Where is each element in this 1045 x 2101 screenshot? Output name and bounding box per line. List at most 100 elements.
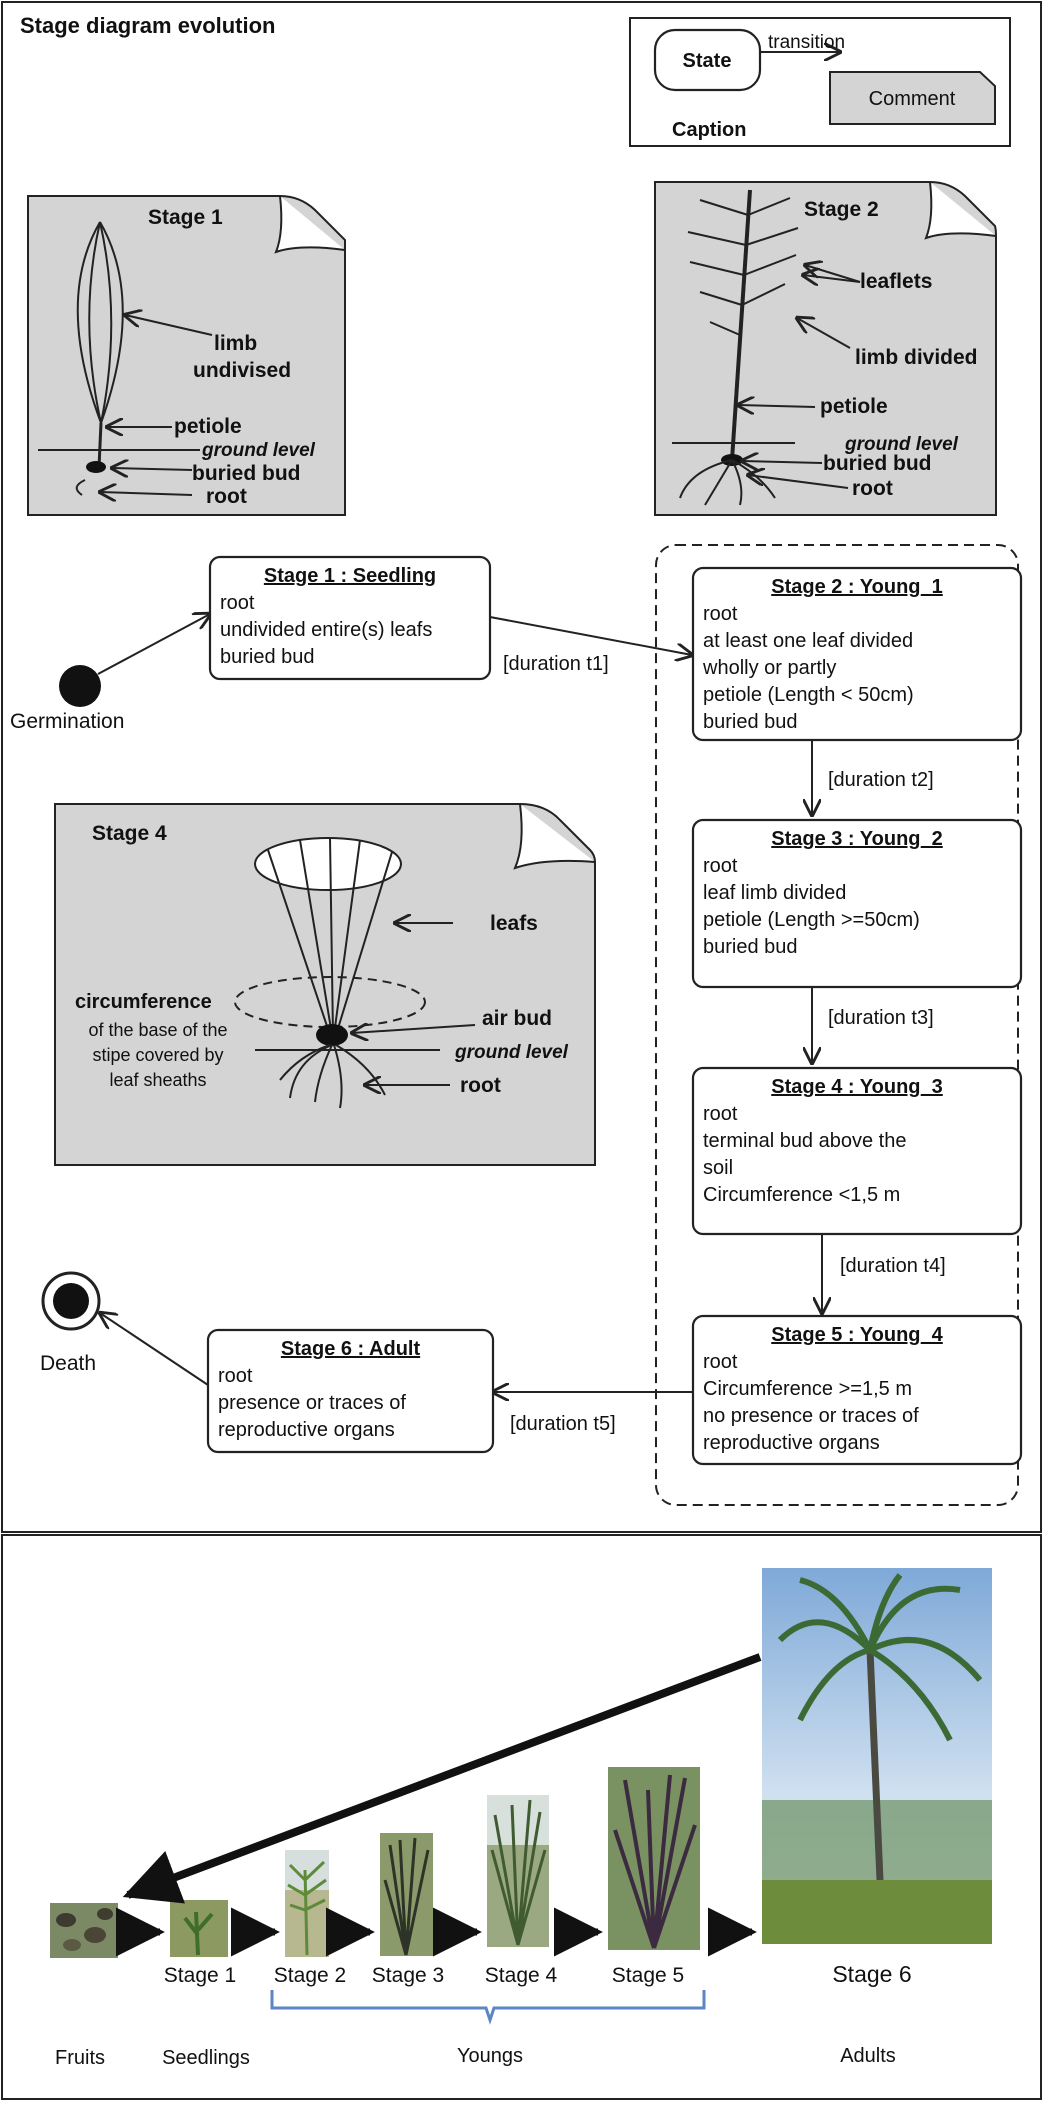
stage5-photo bbox=[608, 1767, 700, 1950]
stage4-illus-root: root bbox=[460, 1074, 501, 1097]
transition-death bbox=[100, 1313, 209, 1386]
state-seedling-line: undivided entire(s) leafs bbox=[220, 619, 432, 641]
group-fruits-label: Fruits bbox=[55, 2047, 105, 2069]
stage2-illustration: Stage 2 leaflets limb divided petiole gr… bbox=[654, 181, 997, 516]
state-young2-line: buried bud bbox=[703, 936, 798, 958]
stage4-illus-circ-line1: of the base of the bbox=[88, 1020, 227, 1040]
stage1-illus-title: Stage 1 bbox=[148, 206, 223, 229]
state-young2-line: petiole (Length >=50cm) bbox=[703, 909, 920, 931]
state-young3-line: soil bbox=[703, 1157, 733, 1179]
stage1-illus-root: root bbox=[206, 485, 247, 508]
state-young1-line: at least one leaf divided bbox=[703, 630, 913, 652]
transition-t2-label: [duration t2] bbox=[828, 769, 934, 791]
stage2-illus-ground-level: ground level bbox=[844, 434, 959, 455]
youngs-brace bbox=[270, 1990, 706, 2025]
stage2-illus-title: Stage 2 bbox=[804, 198, 879, 221]
state-young2-title: Stage 3 : Young_2 bbox=[771, 828, 943, 850]
stage6-photo bbox=[762, 1568, 992, 1944]
state-adult-line: presence or traces of bbox=[218, 1392, 406, 1414]
stage1-illus-limb: limb bbox=[214, 332, 257, 355]
state-young4-title: Stage 5 : Young_4 bbox=[771, 1324, 943, 1346]
stage1-photo bbox=[170, 1900, 228, 1957]
state-young4-line: Circumference >=1,5 m bbox=[703, 1378, 912, 1400]
stage2-illus-petiole: petiole bbox=[820, 395, 888, 418]
state-adult: Stage 6 : Adult root presence or traces of… bbox=[206, 1328, 495, 1454]
stage4-illus-circumference: circumference bbox=[75, 991, 212, 1013]
state-young3-box bbox=[691, 1066, 1023, 1236]
panel-title: Stage diagram evolution bbox=[20, 13, 276, 38]
stage4-illus-air-bud: air bud bbox=[482, 1007, 552, 1030]
germination-label: Germination bbox=[10, 710, 124, 733]
transition-t5-label: [duration t5] bbox=[510, 1413, 616, 1435]
state-seedling: Stage 1 : Seedling root undivided entire(s… bbox=[208, 555, 492, 681]
state-young2-line: leaf limb divided bbox=[703, 882, 846, 904]
stage2-photo bbox=[285, 1850, 329, 1957]
photo-stage5-label: Stage 5 bbox=[612, 1964, 684, 1987]
state-adult-box bbox=[206, 1328, 495, 1454]
state-young4-line: reproductive organs bbox=[703, 1432, 880, 1454]
state-seedling-line: buried bud bbox=[220, 646, 315, 668]
transition-t4-label: [duration t4] bbox=[840, 1255, 946, 1277]
death-label: Death bbox=[40, 1352, 96, 1375]
transition-t3-label: [duration t3] bbox=[828, 1007, 934, 1029]
state-seedling-line: root bbox=[220, 592, 255, 614]
transition-germination bbox=[97, 614, 210, 675]
state-young3-line: root bbox=[703, 1103, 738, 1125]
legend-comment-box bbox=[829, 71, 996, 125]
state-young3-line: terminal bud above the bbox=[703, 1130, 906, 1152]
legend-comment-label: Comment bbox=[869, 88, 956, 110]
stage4-illus-title: Stage 4 bbox=[92, 822, 167, 845]
state-young3-line: Circumference <1,5 m bbox=[703, 1184, 900, 1206]
stage3-photo bbox=[380, 1833, 433, 1956]
state-seedling-box bbox=[208, 555, 492, 681]
group-youngs-label: Youngs bbox=[457, 2045, 523, 2067]
state-young2-line: root bbox=[703, 855, 738, 877]
state-adult-line: reproductive organs bbox=[218, 1419, 395, 1441]
stage2-illus-leaflets: leaflets bbox=[860, 270, 932, 293]
stage2-illus-buried-bud: buried bud bbox=[823, 452, 932, 475]
photo-stage3-label: Stage 3 bbox=[372, 1964, 444, 1987]
group-seedlings-label: Seedlings bbox=[162, 2047, 250, 2069]
transition-t1-label: [duration t1] bbox=[503, 653, 609, 675]
state-young4-box bbox=[691, 1314, 1023, 1466]
stage1-illus-petiole: petiole bbox=[174, 415, 242, 438]
legend-caption-label: Caption bbox=[672, 119, 746, 141]
stage4-illus-leafs: leafs bbox=[490, 912, 538, 935]
stage2-illus-limb-divided: limb divided bbox=[855, 346, 978, 369]
state-young4-line: root bbox=[703, 1351, 738, 1373]
stage1-illus-undivised: undivised bbox=[193, 359, 291, 382]
photo-stage1-label: Stage 1 bbox=[164, 1964, 236, 1987]
photo-stage6-label: Stage 6 bbox=[832, 1961, 911, 1987]
state-adult-title: Stage 6 : Adult bbox=[281, 1338, 421, 1360]
stage4-illustration: Stage 4 leafs circumference of the base … bbox=[54, 803, 596, 1166]
state-young1-box bbox=[691, 566, 1023, 742]
fruits-photo bbox=[50, 1903, 118, 1958]
stage4-photo bbox=[487, 1795, 549, 1947]
group-adults-label: Adults bbox=[840, 2045, 896, 2067]
stage1-illus-buried-bud: buried bud bbox=[192, 462, 301, 485]
state-young1-line: wholly or partly bbox=[702, 657, 836, 679]
germination-initial-state bbox=[59, 665, 101, 707]
legend-state-box bbox=[653, 28, 762, 92]
stage1-illus-ground-level: ground level bbox=[201, 440, 316, 461]
legend-state-label: State bbox=[683, 50, 732, 72]
state-seedling-title: Stage 1 : Seedling bbox=[264, 565, 436, 587]
state-young1-line: petiole (Length < 50cm) bbox=[703, 684, 914, 706]
state-adult-line: root bbox=[218, 1365, 253, 1387]
state-young3-title: Stage 4 : Young_3 bbox=[771, 1076, 943, 1098]
stage4-illus-circ-line3: leaf sheaths bbox=[109, 1070, 206, 1090]
state-young2-box bbox=[691, 818, 1023, 989]
state-young1-line: root bbox=[703, 603, 738, 625]
photo-stage4-label: Stage 4 bbox=[485, 1964, 558, 1987]
legend: State transition Comment Caption bbox=[629, 17, 1011, 147]
youngs-composite-state bbox=[655, 544, 1019, 1506]
state-young4-line: no presence or traces of bbox=[703, 1405, 919, 1427]
photo-stage2-label: Stage 2 bbox=[274, 1964, 346, 1987]
photos bbox=[50, 1568, 992, 1958]
stage2-illus-root: root bbox=[852, 477, 893, 500]
